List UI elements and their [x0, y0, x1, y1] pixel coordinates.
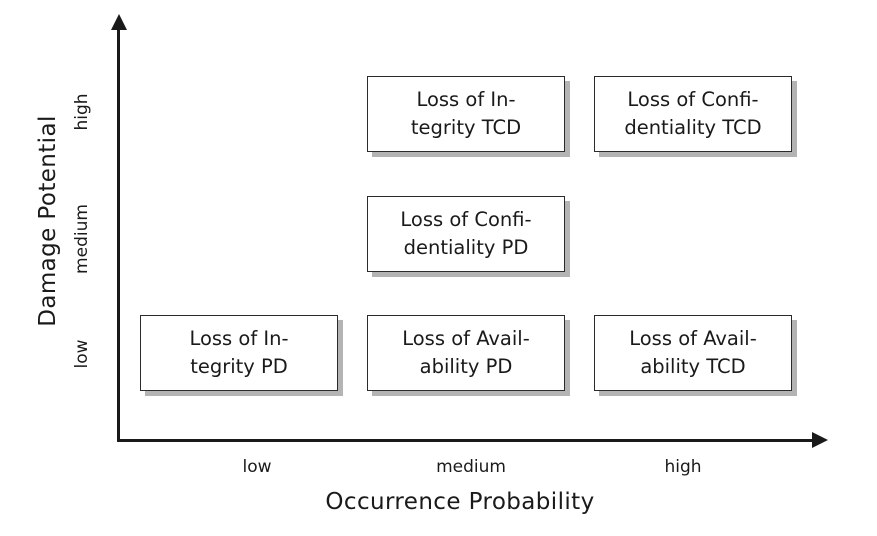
- x-axis-tick-low: low: [242, 457, 272, 477]
- risk-box-line-1: Loss of Confi-: [627, 88, 759, 112]
- risk-box-integrity-pd[interactable]: Loss of In- tegrity PD: [140, 315, 338, 391]
- x-axis-title: Occurrence Probability: [325, 489, 595, 515]
- y-axis-title: Damage Potential: [35, 115, 61, 327]
- y-axis-line: [117, 28, 120, 442]
- x-axis-arrow-icon: [812, 432, 828, 448]
- y-axis-tick-high: high: [72, 93, 92, 131]
- risk-box-integrity-tcd[interactable]: Loss of In- tegrity TCD: [367, 76, 565, 152]
- risk-box-line-2: dentiality TCD: [624, 116, 762, 139]
- risk-box-line-1: Loss of Confi-: [400, 208, 532, 232]
- risk-box-line-1: Loss of In-: [416, 88, 516, 112]
- risk-box-line-1: Loss of Avail-: [402, 327, 530, 351]
- x-axis-line: [117, 439, 817, 442]
- risk-box-availability-tcd[interactable]: Loss of Avail- ability TCD: [594, 315, 792, 391]
- y-axis-tick-low: low: [72, 339, 92, 369]
- risk-box-line-1: Loss of Avail-: [629, 327, 757, 351]
- risk-box-line-2: tegrity PD: [190, 355, 288, 378]
- risk-box-confidentiality-pd[interactable]: Loss of Confi- dentiality PD: [367, 196, 565, 272]
- risk-box-line-2: dentiality PD: [403, 236, 529, 259]
- y-axis-tick-medium: medium: [72, 204, 92, 274]
- risk-box-line-2: ability PD: [419, 355, 513, 378]
- risk-box-line-2: tegrity TCD: [410, 116, 522, 139]
- risk-box-confidentiality-tcd[interactable]: Loss of Confi- dentiality TCD: [594, 76, 792, 152]
- x-axis-tick-medium: medium: [436, 457, 506, 477]
- y-axis-arrow-icon: [111, 14, 127, 30]
- risk-box-line-1: Loss of In-: [189, 327, 289, 351]
- risk-box-line-2: ability TCD: [640, 355, 746, 378]
- x-axis-tick-high: high: [664, 457, 702, 477]
- risk-box-availability-pd[interactable]: Loss of Avail- ability PD: [367, 315, 565, 391]
